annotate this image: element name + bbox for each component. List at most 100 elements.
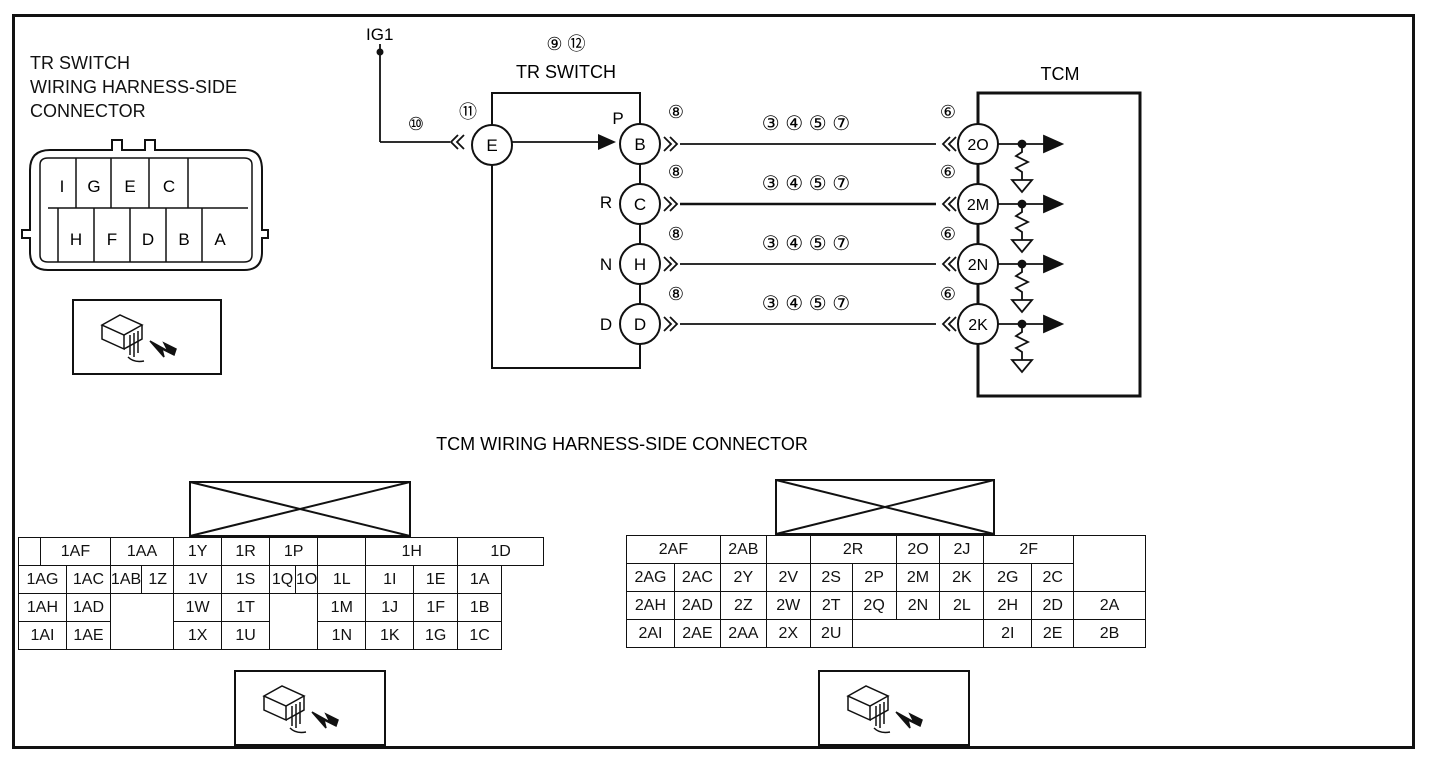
pin-2K: 2K bbox=[939, 563, 985, 592]
pin-2D: 2D bbox=[1031, 591, 1075, 620]
pin-2AC: 2AC bbox=[673, 563, 721, 592]
connector-view-arrow-icon bbox=[818, 670, 970, 746]
pin-1AA: 1AA bbox=[109, 537, 175, 566]
pin-2Y: 2Y bbox=[719, 563, 767, 592]
pin-2AE: 2AE bbox=[673, 619, 721, 648]
pin-blank bbox=[317, 537, 367, 566]
wire-refs: ③ ④ ⑤ ⑦ bbox=[762, 233, 850, 255]
pin-2AA: 2AA bbox=[719, 619, 767, 648]
tr-switch-label: TR SWITCH bbox=[516, 62, 616, 82]
pin-2AG: 2AG bbox=[626, 563, 675, 592]
pin-1AF: 1AF bbox=[39, 537, 111, 566]
pin-2F: 2F bbox=[983, 535, 1075, 564]
pin-2Q: 2Q bbox=[851, 591, 897, 620]
tr-pin-D: D bbox=[142, 230, 154, 249]
pin-2AD: 2AD bbox=[673, 591, 721, 620]
tr-pin-I: I bbox=[60, 177, 65, 196]
pin-1Q: 1Q bbox=[269, 565, 296, 594]
pin-2P: 2P bbox=[851, 563, 897, 592]
tcm-pin-2K: 2K bbox=[968, 317, 988, 334]
pin-1AB: 1AB bbox=[109, 565, 143, 594]
pin-2L: 2L bbox=[939, 591, 985, 620]
ref-6: ⑥ bbox=[940, 224, 956, 244]
tr-pin-G: G bbox=[87, 177, 100, 196]
pin-2H: 2H bbox=[983, 591, 1033, 620]
ref-6: ⑥ bbox=[940, 102, 956, 122]
position-N-label: N bbox=[600, 255, 612, 274]
pin-2R: 2R bbox=[809, 535, 897, 564]
pin-1U: 1U bbox=[221, 621, 270, 650]
tr-pin-E: E bbox=[124, 177, 135, 196]
pin-2M: 2M bbox=[895, 563, 941, 592]
pin-2Z: 2Z bbox=[719, 591, 767, 620]
pin-2S: 2S bbox=[809, 563, 853, 592]
pin-2N: 2N bbox=[895, 591, 941, 620]
tr-switch-refs: ⑨ ⑫ bbox=[546, 34, 585, 54]
pin-1F: 1F bbox=[413, 593, 459, 622]
pin-1K: 1K bbox=[365, 621, 415, 650]
pin-blank bbox=[1073, 535, 1146, 592]
pin-2E: 2E bbox=[1031, 619, 1075, 648]
pin-1AC: 1AC bbox=[65, 565, 111, 594]
wire-refs: ③ ④ ⑤ ⑦ bbox=[762, 293, 850, 315]
pin-blank bbox=[109, 621, 175, 650]
tcm-connector-latch-right bbox=[775, 479, 995, 535]
ref-8: ⑧ bbox=[668, 102, 684, 122]
pin-1AH: 1AH bbox=[18, 593, 67, 622]
pin-2I: 2I bbox=[983, 619, 1033, 648]
terminal-D-label: D bbox=[634, 315, 646, 334]
pin-2AH: 2AH bbox=[626, 591, 675, 620]
position-R-label: R bbox=[600, 193, 612, 212]
position-D-label: D bbox=[600, 315, 612, 334]
tr-connector-title-line-2: WIRING HARNESS-SIDE bbox=[30, 77, 238, 97]
pin-blank bbox=[268, 621, 319, 650]
tcm-pin-2O: 2O bbox=[967, 137, 988, 154]
diagram-frame bbox=[12, 14, 1415, 749]
ref-6: ⑥ bbox=[940, 162, 956, 182]
terminal-B-label: B bbox=[634, 135, 645, 154]
pin-1H: 1H bbox=[365, 537, 459, 566]
pin-1O: 1O bbox=[294, 565, 319, 594]
tcm-connector-left-table: 1AF 1AA 1Y 1R 1P 1H 1D 1AG 1AC 1AB 1Z 1V… bbox=[18, 537, 586, 650]
pin-1L: 1L bbox=[317, 565, 367, 594]
wire-refs: ③ ④ ⑤ ⑦ bbox=[762, 113, 850, 135]
pin-blank bbox=[765, 535, 811, 564]
pin-1E: 1E bbox=[413, 565, 459, 594]
ref-8: ⑧ bbox=[668, 284, 684, 304]
terminal-H-label: H bbox=[634, 255, 646, 274]
tcm-internal-circuits bbox=[998, 134, 1065, 374]
ig1-junction bbox=[376, 48, 384, 56]
pin-1AE: 1AE bbox=[65, 621, 111, 650]
pin-1Y: 1Y bbox=[173, 537, 223, 566]
pin-blank bbox=[268, 593, 319, 622]
tr-pin-A: A bbox=[214, 230, 226, 249]
pin-1Z: 1Z bbox=[141, 565, 175, 594]
wire-refs: ③ ④ ⑤ ⑦ bbox=[762, 173, 850, 195]
tcm-pin-2N: 2N bbox=[968, 257, 988, 274]
tr-pin-F: F bbox=[107, 230, 117, 249]
pin-1W: 1W bbox=[173, 593, 223, 622]
tcm-connector-latch-left bbox=[189, 481, 411, 537]
ref-11: ⑪ bbox=[459, 102, 477, 122]
pin-blank bbox=[18, 537, 41, 566]
tcm-connector-title: TCM WIRING HARNESS-SIDE CONNECTOR bbox=[436, 434, 808, 454]
terminal-E-label: E bbox=[486, 136, 497, 155]
pin-2C: 2C bbox=[1031, 563, 1075, 592]
tcm-pin-2M: 2M bbox=[967, 197, 989, 214]
ref-8: ⑧ bbox=[668, 162, 684, 182]
pin-2O: 2O bbox=[895, 535, 941, 564]
pin-1T: 1T bbox=[221, 593, 270, 622]
pin-2J: 2J bbox=[939, 535, 985, 564]
pin-1C: 1C bbox=[457, 621, 503, 650]
circuit-R: R C ⑧ ③ ④ ⑤ ⑦ ⑥ 2M bbox=[600, 162, 999, 225]
pin-1J: 1J bbox=[365, 593, 415, 622]
terminal-C-label: C bbox=[634, 195, 646, 214]
position-P-label: P bbox=[612, 109, 623, 128]
pin-1A: 1A bbox=[457, 565, 503, 594]
connector-view-arrow-icon bbox=[234, 670, 386, 746]
pin-2A: 2A bbox=[1073, 591, 1146, 620]
pin-1AD: 1AD bbox=[65, 593, 111, 622]
ref-10: ⑩ bbox=[408, 114, 424, 134]
